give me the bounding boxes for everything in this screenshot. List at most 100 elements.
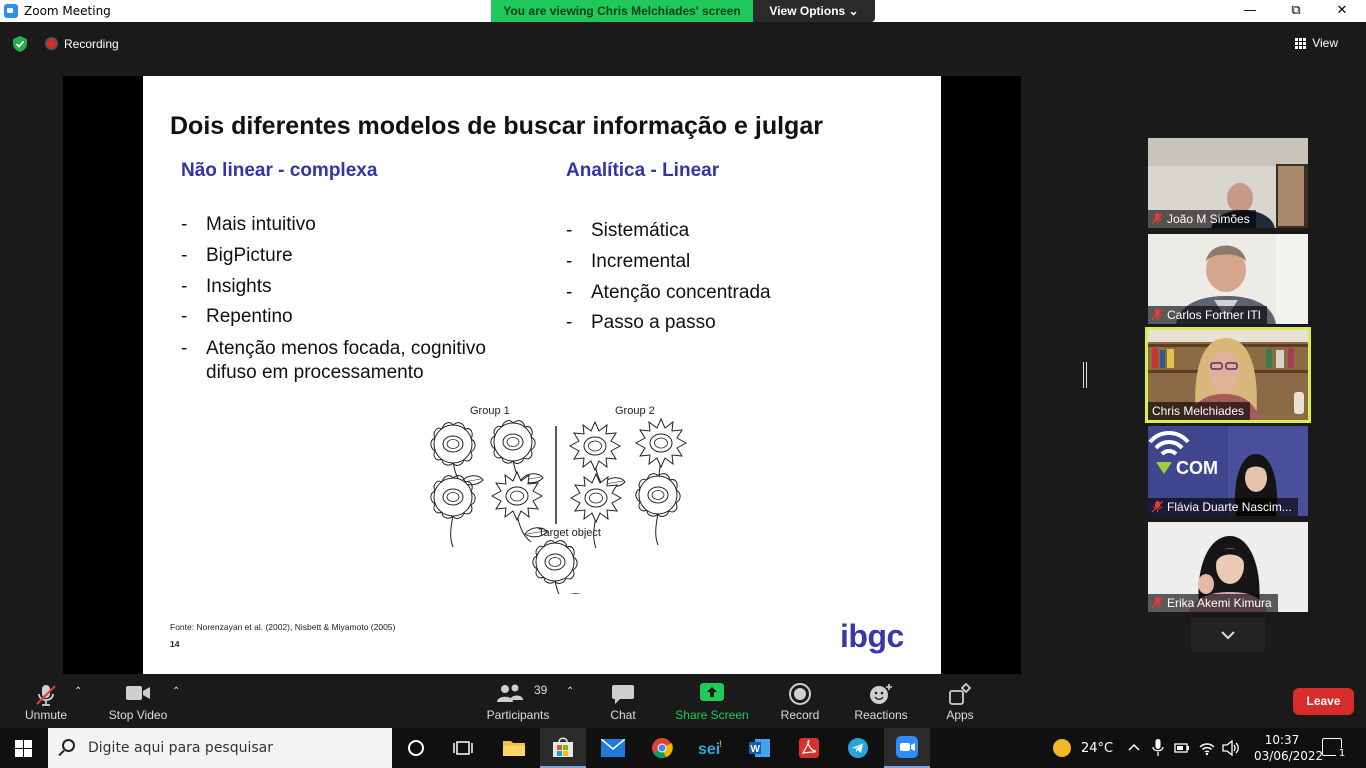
chat-button[interactable]: Chat: [596, 674, 650, 728]
participant-video-tile[interactable]: Erika Akemi Kimura: [1148, 522, 1308, 612]
stop-video-label: Stop Video: [108, 708, 168, 722]
record-button[interactable]: Record: [772, 674, 828, 728]
minimize-button[interactable]: —: [1243, 3, 1257, 18]
weather-widget[interactable]: 24°C: [1050, 728, 1120, 768]
participant-video-tile[interactable]: Carlos Fortner ITI: [1148, 234, 1308, 324]
clock-date: 03/06/2022: [1254, 749, 1324, 763]
audio-options-caret[interactable]: ⌃: [74, 686, 83, 697]
flower-grouping-figure: Group 1 Group 2 Target object: [430, 405, 687, 594]
meeting-controls-toolbar: Unmute ⌃ Stop Video ⌃ 39 Participants ⌃ …: [0, 674, 1366, 728]
unmute-label: Unmute: [24, 708, 68, 722]
slide-source-note: Fonte: Norenzayan et al. (2002), Nisbett…: [170, 622, 396, 632]
apps-button[interactable]: Apps: [936, 674, 984, 728]
task-view-icon[interactable]: [440, 728, 486, 768]
stop-video-button[interactable]: Stop Video: [104, 674, 172, 728]
close-button[interactable]: ✕: [1336, 3, 1348, 18]
microsoft-store-icon[interactable]: [540, 728, 586, 768]
screen-share-banner: You are viewing Chris Melchiades' screen…: [491, 0, 875, 22]
telegram-icon[interactable]: [835, 728, 881, 768]
bullet-item: Mais intuitivo: [181, 210, 541, 241]
reactions-button[interactable]: Reactions: [850, 674, 912, 728]
participants-options-caret[interactable]: ⌃: [566, 686, 575, 697]
participants-label: Participants: [486, 708, 550, 722]
video-options-caret[interactable]: ⌃: [172, 686, 181, 697]
mail-icon[interactable]: [590, 728, 636, 768]
wifi-icon[interactable]: [1199, 740, 1215, 756]
system-clock[interactable]: 10:37 03/06/2022: [1254, 732, 1324, 764]
participant-video: [1148, 330, 1308, 420]
bullet-item: Incremental: [566, 247, 906, 278]
participant-name-tag: João M Simões: [1148, 210, 1256, 228]
clock-time: 10:37: [1264, 733, 1300, 747]
share-screen-label: Share Screen: [675, 708, 749, 722]
participant-video-tile[interactable]: COM Flávia Duarte Nascim...: [1148, 426, 1308, 516]
shared-screen: Dois diferentes modelos de buscar inform…: [63, 76, 1021, 674]
viewing-screen-label: You are viewing Chris Melchiades' screen: [491, 0, 753, 22]
participants-count: 39: [534, 683, 548, 697]
muted-mic-icon: [1152, 501, 1163, 513]
flower-icon: [635, 473, 681, 546]
muted-mic-icon: [1152, 597, 1163, 609]
right-bullet-list: Sistemática Incremental Atenção concentr…: [566, 216, 906, 339]
file-explorer-icon[interactable]: [491, 728, 537, 768]
svg-text:!: !: [719, 739, 722, 749]
maximize-button[interactable]: ⧉: [1291, 3, 1301, 18]
bullet-item: Atenção concentrada: [566, 278, 906, 309]
target-object-label: Target object: [538, 527, 601, 539]
right-column-heading: Analítica - Linear: [566, 160, 720, 181]
participant-name: Erika Akemi Kimura: [1167, 596, 1272, 610]
svg-text:COM: COM: [1176, 458, 1218, 478]
scroll-participants-down-button[interactable]: [1191, 618, 1265, 652]
participant-name: Flávia Duarte Nascim...: [1167, 500, 1292, 514]
chrome-icon[interactable]: [639, 728, 685, 768]
unmute-button[interactable]: Unmute: [16, 674, 76, 728]
smiley-reaction-icon: [870, 684, 892, 704]
participant-video-tile[interactable]: João M Simões: [1148, 138, 1308, 228]
battery-plug-icon[interactable]: [1174, 741, 1190, 755]
participant-name: Chris Melchiades: [1152, 404, 1245, 418]
weather-temperature: 24°C: [1081, 741, 1114, 756]
view-button[interactable]: View: [1295, 36, 1338, 50]
muted-microphone-icon: [36, 685, 56, 706]
participant-name-tag: Carlos Fortner ITI: [1148, 306, 1268, 324]
svg-text:sei: sei: [698, 741, 720, 757]
participants-button[interactable]: 39 Participants: [484, 674, 552, 728]
panel-resize-handle[interactable]: [1083, 362, 1087, 388]
participant-video-tile-active-speaker[interactable]: Chris Melchiades: [1145, 327, 1311, 423]
sun-weather-icon: [1053, 739, 1071, 757]
slide-title: Dois diferentes modelos de buscar inform…: [170, 112, 823, 140]
group-2-label: Group 2: [615, 405, 655, 417]
share-screen-button[interactable]: Share Screen: [672, 674, 752, 728]
record-icon: [789, 683, 811, 705]
zoom-taskbar-icon[interactable]: [884, 728, 930, 768]
windows-start-icon[interactable]: [15, 740, 32, 757]
left-bullet-list: Mais intuitivo BigPicture Insights Repen…: [181, 210, 541, 385]
speaker-volume-icon[interactable]: [1222, 740, 1240, 756]
participants-icon: [497, 684, 523, 702]
view-label: View: [1312, 36, 1338, 50]
bullet-item: Passo a passo: [566, 308, 906, 339]
taskbar-search-box[interactable]: Digite aqui para pesquisar: [48, 728, 392, 768]
participant-name-tag: Flávia Duarte Nascim...: [1148, 498, 1298, 516]
recording-indicator-icon: [45, 37, 58, 50]
microphone-tray-icon[interactable]: [1152, 739, 1164, 757]
notification-count-badge: 1: [1336, 748, 1348, 760]
sei-app-icon[interactable]: sei!: [688, 728, 734, 768]
left-column-heading: Não linear - complexa: [181, 160, 378, 181]
search-placeholder: Digite aqui para pesquisar: [88, 740, 274, 756]
recording-label: Recording: [64, 37, 119, 51]
chevron-up-icon[interactable]: [1128, 742, 1140, 752]
notification-center-icon[interactable]: [1322, 738, 1342, 756]
view-options-button[interactable]: View Options ⌄: [753, 0, 875, 22]
zoom-app-icon: [4, 4, 18, 18]
cortana-circle-icon[interactable]: [393, 728, 439, 768]
leave-meeting-button[interactable]: Leave: [1293, 688, 1354, 715]
acrobat-icon[interactable]: [786, 728, 832, 768]
muted-mic-icon: [1152, 213, 1163, 225]
word-icon[interactable]: W: [737, 728, 783, 768]
ibgc-logo: ibgc: [840, 618, 904, 654]
meeting-top-bar: Recording View: [0, 22, 1366, 66]
grid-view-icon: [1295, 37, 1307, 49]
security-shield-icon[interactable]: [12, 36, 28, 52]
group-1-label: Group 1: [470, 405, 510, 417]
